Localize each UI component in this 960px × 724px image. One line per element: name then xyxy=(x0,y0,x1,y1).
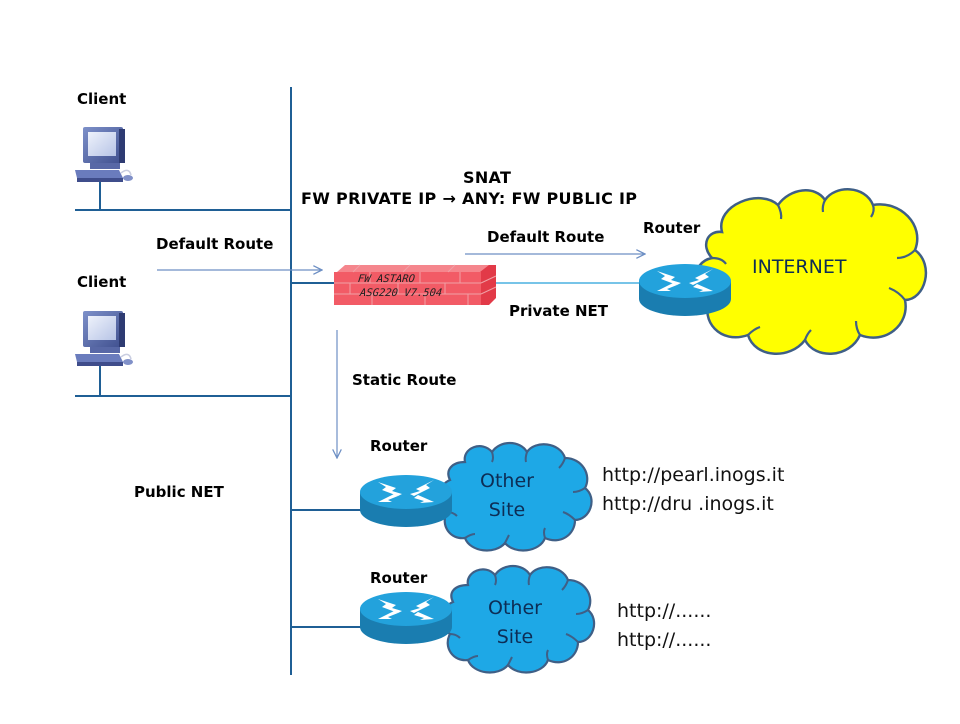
site2-cloud-inner-curves xyxy=(449,574,589,666)
site1-router-icon xyxy=(360,475,452,527)
site2-url-2: http://...... xyxy=(617,629,712,651)
site1-router-label: Router xyxy=(370,437,428,455)
firewall-default-route-label: Default Route xyxy=(487,228,605,246)
client2-label: Client xyxy=(77,273,127,291)
other-site-cloud-icon xyxy=(441,564,596,674)
client1-label: Client xyxy=(77,90,127,108)
desktop-computer-icon xyxy=(75,127,133,182)
site1-cloud-inner-curves xyxy=(446,451,586,544)
private-net-label: Private NET xyxy=(509,302,609,320)
site2-url-1: http://...... xyxy=(617,600,712,622)
site2-router-icon xyxy=(360,592,452,644)
firewall-name-label: FW ASTARO xyxy=(357,273,416,285)
internet-router-label: Router xyxy=(643,219,701,237)
internet-cloud-label: INTERNET xyxy=(752,256,847,278)
site1-cloud-line1: Other xyxy=(480,470,534,492)
site2-router-label: Router xyxy=(370,569,428,587)
clients-default-route-label: Default Route xyxy=(156,235,274,253)
firewall-model-label: ASG220 V7.504 xyxy=(359,287,443,299)
other-site-cloud-icon xyxy=(438,441,593,552)
firewall-brick-wall-icon xyxy=(334,264,497,305)
static-route-label: Static Route xyxy=(352,371,457,389)
snat-title: SNAT xyxy=(463,168,512,187)
internet-router-icon xyxy=(639,264,731,316)
site1-cloud-line2: Site xyxy=(488,499,526,521)
snat-rule: FW PRIVATE IP → ANY: FW PUBLIC IP xyxy=(301,189,638,208)
public-net-label: Public NET xyxy=(134,483,224,501)
site2-cloud-line2: Site xyxy=(496,626,534,648)
site1-url-1: http://pearl.inogs.it xyxy=(602,464,785,486)
site1-url-2: http://dru .inogs.it xyxy=(602,493,774,515)
desktop-computer-icon xyxy=(75,311,133,366)
site2-cloud-line1: Other xyxy=(488,597,542,619)
